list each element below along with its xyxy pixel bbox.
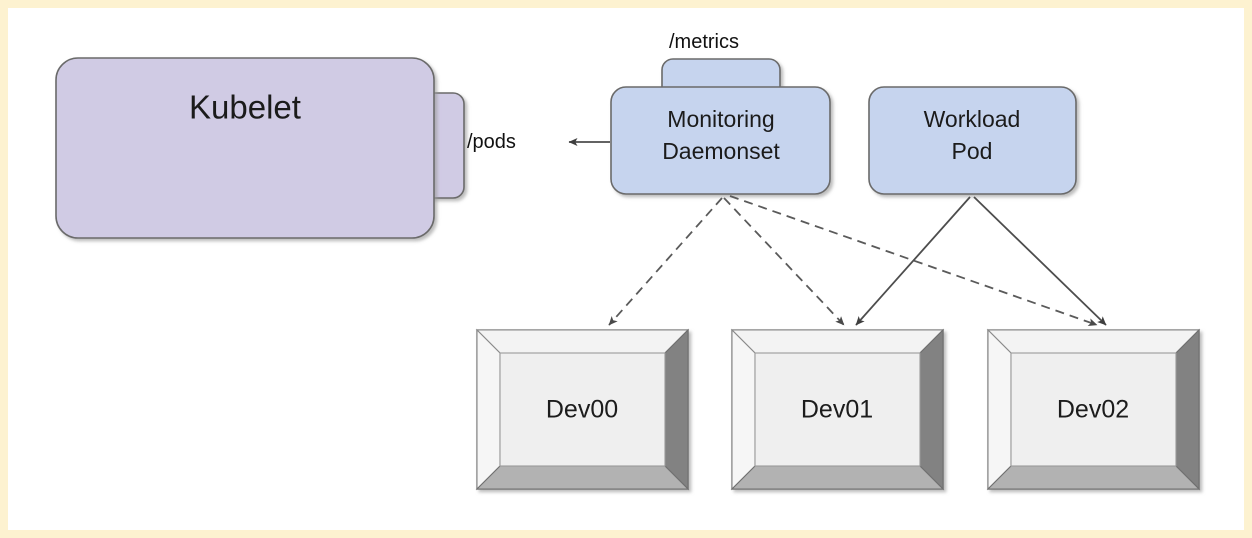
diagram-canvas: Kubelet /pods Monitoring Daemonset /metr… [8, 8, 1244, 530]
device-dev01[interactable]: Dev01 [730, 328, 945, 491]
device-dev00-bevel-top [475, 329, 690, 354]
node-monitoring-daemonset[interactable]: Monitoring Daemonset [610, 58, 831, 195]
workload-label-line2: Pod [952, 138, 993, 164]
edge-monitoring-to-dev00 [608, 197, 723, 326]
node-workload-pod[interactable]: Workload Pod [868, 86, 1077, 195]
device-dev00-panel [499, 352, 666, 467]
node-kubelet[interactable]: Kubelet [55, 57, 465, 239]
edge-workload-to-dev01 [855, 196, 971, 326]
edge-monitoring-to-dev02 [729, 195, 1098, 326]
device-dev02[interactable]: Dev02 [986, 328, 1201, 491]
device-dev02-label: Dev02 [1057, 396, 1129, 424]
monitoring-body[interactable] [610, 86, 831, 195]
device-dev01-bevel-left [731, 328, 756, 491]
edge-workload-to-dev02 [973, 196, 1107, 326]
device-dev01-panel [754, 352, 921, 467]
device-dev02-bevel-top [986, 329, 1201, 354]
device-dev00-label: Dev00 [546, 396, 618, 424]
monitoring-label-line2: Daemonset [662, 138, 780, 164]
device-dev01-bevel-bottom [730, 465, 945, 490]
metrics-port[interactable] [661, 58, 781, 90]
device-dev01-bevel-right [919, 328, 944, 491]
device-dev01-bevel-top [730, 329, 945, 354]
device-dev00[interactable]: Dev00 [475, 328, 690, 491]
device-dev00-bevel-right [664, 328, 689, 491]
device-dev00-bevel-bottom [475, 465, 690, 490]
workload-body[interactable] [868, 86, 1077, 195]
pods-port-label: /pods [467, 131, 516, 153]
edge-monitoring-to-dev01 [723, 197, 845, 326]
kubelet-body[interactable] [55, 57, 435, 239]
metrics-port-label: /metrics [669, 31, 739, 53]
device-dev02-bevel-left [987, 328, 1012, 491]
device-dev00-bevel-left [476, 328, 501, 491]
device-dev02-bevel-bottom [986, 465, 1201, 490]
device-dev02-bevel-right [1175, 328, 1200, 491]
diagram-svg: Kubelet /pods Monitoring Daemonset /metr… [55, 31, 1201, 491]
workload-label-line1: Workload [924, 106, 1021, 132]
device-dev02-panel [1010, 352, 1177, 467]
monitoring-label-line1: Monitoring [667, 106, 774, 132]
kubelet-label: Kubelet [189, 89, 301, 126]
device-dev01-label: Dev01 [801, 396, 873, 424]
